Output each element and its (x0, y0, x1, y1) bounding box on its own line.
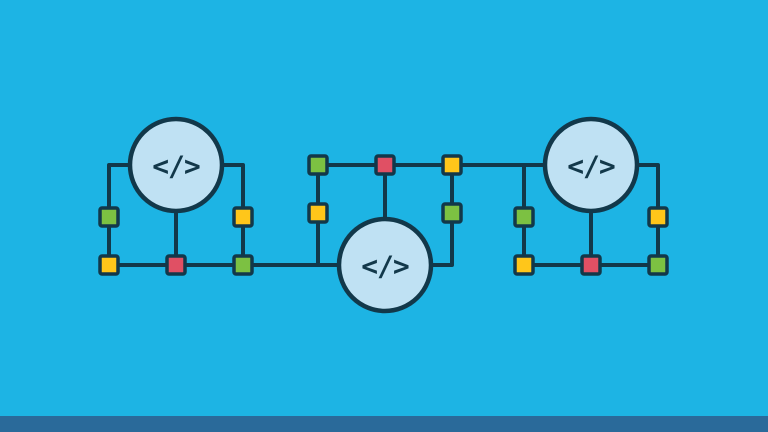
square-node-green (232, 254, 254, 276)
square-node-yellow (441, 154, 463, 176)
code-hub-left: </> (127, 116, 225, 214)
square-node-green (647, 254, 669, 276)
square-node-yellow (307, 202, 329, 224)
square-node-red (374, 154, 396, 176)
hub-circle (542, 116, 640, 214)
square-node-green (513, 206, 535, 228)
code-brackets-icon: </> (361, 250, 409, 283)
square-node-green (307, 154, 329, 176)
hub-circle (336, 216, 434, 314)
square-node-yellow (98, 254, 120, 276)
hub-circle (127, 116, 225, 214)
square-node-yellow (647, 206, 669, 228)
bottom-bar (0, 416, 768, 432)
code-hubs: </> </> </> (127, 116, 640, 314)
code-brackets-icon: </> (567, 150, 615, 183)
connection-line (429, 163, 454, 267)
code-hub-center: </> (336, 216, 434, 314)
square-node-yellow (232, 206, 254, 228)
square-node-yellow (513, 254, 535, 276)
square-node-green (441, 202, 463, 224)
square-nodes (98, 154, 669, 276)
square-node-green (98, 206, 120, 228)
code-network-illustration: </> </> </> (98, 116, 669, 314)
square-node-red (165, 254, 187, 276)
square-node-red (580, 254, 602, 276)
code-hub-right: </> (542, 116, 640, 214)
code-brackets-icon: </> (152, 150, 200, 183)
